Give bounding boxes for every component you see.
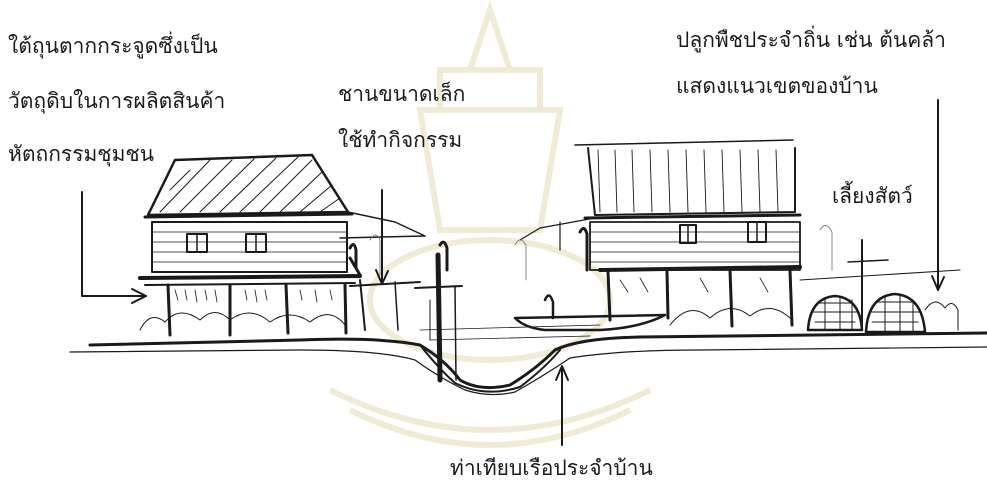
left-house-roof	[146, 153, 350, 217]
label-right-line1: ปลูกพืชประจำถิ่น เช่น ต้นคล้า	[676, 28, 946, 52]
pier-post	[414, 240, 463, 383]
left-house	[138, 153, 426, 337]
label-right-line2: แสดงแนวเขตของบ้าน	[676, 74, 878, 98]
label-mid-line2: ใช้ทำกิจกรรม	[338, 128, 463, 152]
right-house	[519, 139, 802, 328]
ground-line-lower	[69, 346, 987, 396]
label-mid-line1: ชานขนาดเล็ก	[338, 82, 466, 106]
arrow-right	[931, 99, 945, 291]
arrow-mid	[375, 189, 389, 285]
label-left-line1: ใต้ถุนตากกระจูดซึ่งเป็น	[8, 34, 218, 58]
boat	[513, 313, 667, 332]
ground-line	[88, 331, 987, 390]
label-left-line3: หัตถกรรมชุมชน	[8, 142, 155, 166]
arrow-left	[81, 191, 147, 304]
watermark-emblem	[328, 0, 652, 448]
animal-coops	[799, 239, 961, 334]
label-animals: เลี้ยงสัตว์	[832, 184, 913, 208]
arrow-bottom	[555, 365, 569, 446]
label-bottom: ท่าเทียบเรือประจำบ้าน	[450, 456, 653, 480]
label-left-line2: วัตถุดิบในการผลิตสินค้า	[8, 89, 226, 113]
